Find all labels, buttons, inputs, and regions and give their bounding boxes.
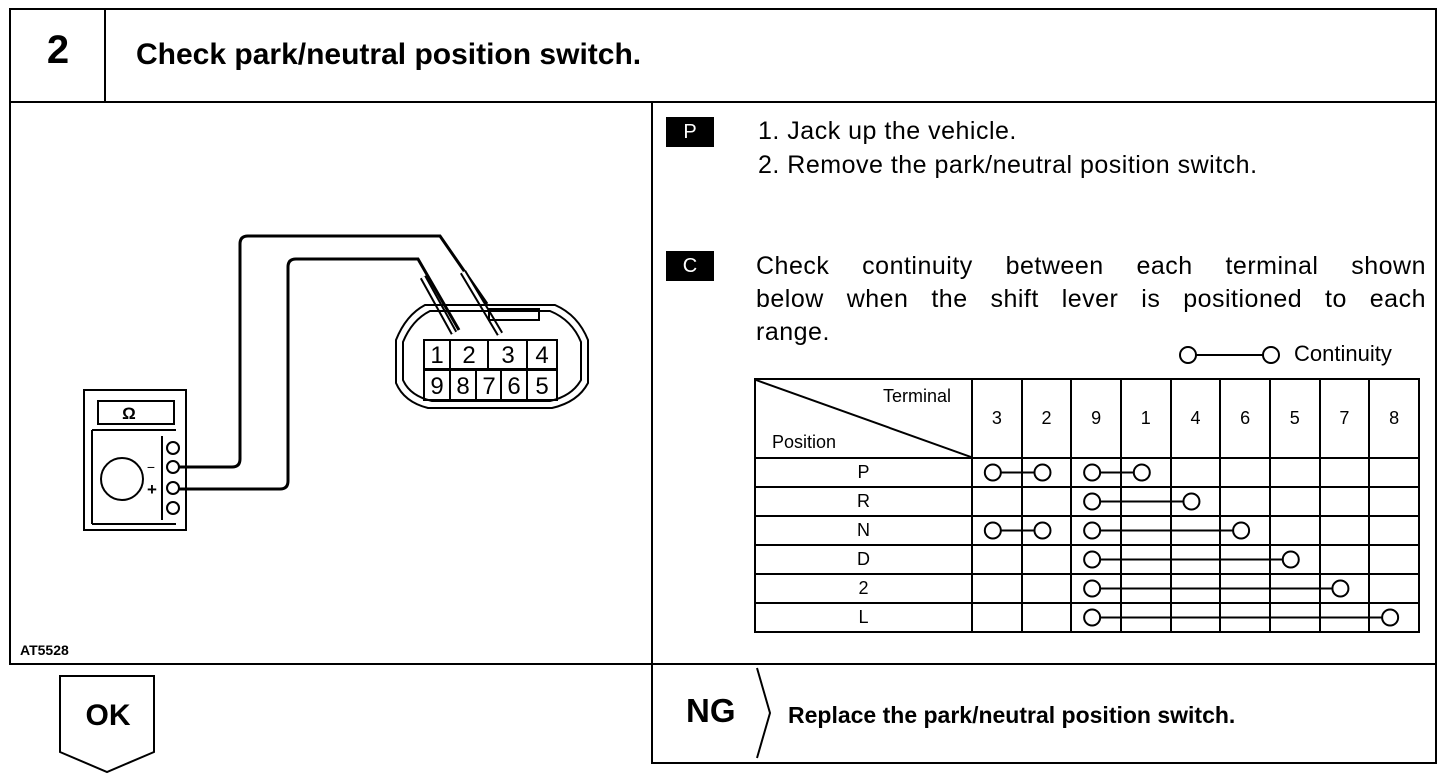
position-label: D bbox=[754, 544, 973, 575]
pin-9-label: 9 bbox=[430, 373, 443, 400]
step-number-divider bbox=[104, 8, 106, 102]
minus-label: − bbox=[147, 459, 155, 475]
ng-box-bottom-border bbox=[651, 762, 1437, 764]
terminal-header: 6 bbox=[1219, 378, 1271, 459]
header-terminal-label: Terminal bbox=[882, 386, 951, 406]
table-header-row: Terminal Position 3 2 9 1 4 6 5 7 8 bbox=[754, 378, 1420, 459]
panel-bottom-border bbox=[9, 663, 1437, 665]
terminal-header: 3 bbox=[971, 378, 1023, 459]
pin-4-label: 4 bbox=[535, 342, 548, 369]
check-line-2: below when the shift lever is positioned… bbox=[756, 285, 1426, 313]
prep-badge: P bbox=[666, 117, 714, 147]
figure-label: AT5528 bbox=[20, 642, 69, 658]
ok-label: OK bbox=[85, 699, 131, 732]
connector-body bbox=[395, 304, 589, 409]
table-header-corner: Terminal Position bbox=[754, 378, 973, 459]
test-lead-minus bbox=[179, 234, 489, 469]
pin-1-label: 1 bbox=[430, 342, 443, 369]
check-badge: C bbox=[666, 251, 714, 281]
meter-terminal-plus bbox=[166, 481, 180, 495]
step-title: Check park/neutral position switch. bbox=[136, 38, 642, 71]
table-row: N bbox=[754, 515, 1420, 546]
panel-center-divider bbox=[651, 101, 653, 764]
pin-2-label: 2 bbox=[462, 342, 475, 369]
check-line-1: Check continuity between each terminal s… bbox=[756, 252, 1426, 280]
position-label: R bbox=[754, 486, 973, 517]
ohmmeter-dial bbox=[100, 457, 144, 501]
terminal-header: 4 bbox=[1169, 378, 1222, 459]
prep-step-2: 2. Remove the park/neutral position swit… bbox=[758, 151, 1258, 179]
ohmmeter-display bbox=[97, 400, 175, 425]
ng-chevron bbox=[756, 667, 772, 759]
header-diagonal-line bbox=[756, 380, 971, 457]
frame-top-border bbox=[9, 8, 1437, 10]
terminal-header: 9 bbox=[1070, 378, 1122, 459]
pin-6-label: 6 bbox=[507, 373, 520, 400]
table-row: R bbox=[754, 486, 1420, 517]
terminal-header: 5 bbox=[1268, 378, 1321, 459]
table-row: P bbox=[754, 457, 1420, 488]
check-line-3: range. bbox=[756, 318, 830, 346]
header-bottom-border bbox=[9, 101, 1437, 103]
frame-right-border bbox=[1435, 8, 1437, 764]
ohm-symbol: Ω bbox=[122, 404, 136, 423]
ohmmeter-body bbox=[83, 389, 187, 531]
terminal-header: 2 bbox=[1020, 378, 1073, 459]
terminal-header: 1 bbox=[1119, 378, 1172, 459]
table-row: D bbox=[754, 544, 1420, 575]
table-row: L bbox=[754, 602, 1420, 633]
position-label: N bbox=[754, 515, 973, 546]
ng-action-text: Replace the park/neutral position switch… bbox=[788, 702, 1236, 728]
continuity-table: Terminal Position 3 2 9 1 4 6 5 7 8 P R … bbox=[754, 378, 1420, 633]
position-label: 2 bbox=[754, 573, 973, 604]
test-lead-plus bbox=[179, 257, 461, 491]
pin-8-label: 8 bbox=[456, 373, 469, 400]
step-number: 2 bbox=[46, 28, 70, 72]
table-row: 2 bbox=[754, 573, 1420, 604]
connector-latch bbox=[488, 308, 540, 321]
terminal-header: 7 bbox=[1318, 378, 1371, 459]
pin-3-label: 3 bbox=[501, 342, 514, 369]
meter-terminal-minus bbox=[166, 460, 180, 474]
terminal-header: 8 bbox=[1368, 378, 1420, 459]
pin-5-label: 5 bbox=[535, 373, 548, 400]
position-label: P bbox=[754, 457, 973, 488]
prep-step-1: 1. Jack up the vehicle. bbox=[758, 117, 1017, 145]
continuity-legend-label: Continuity bbox=[1294, 341, 1392, 366]
pin-7-label: 7 bbox=[482, 373, 495, 400]
frame-left-border bbox=[9, 8, 11, 664]
ng-label: NG bbox=[686, 692, 736, 729]
header-position-label: Position bbox=[772, 432, 837, 452]
plus-label: + bbox=[147, 480, 157, 499]
position-label: L bbox=[754, 602, 973, 633]
